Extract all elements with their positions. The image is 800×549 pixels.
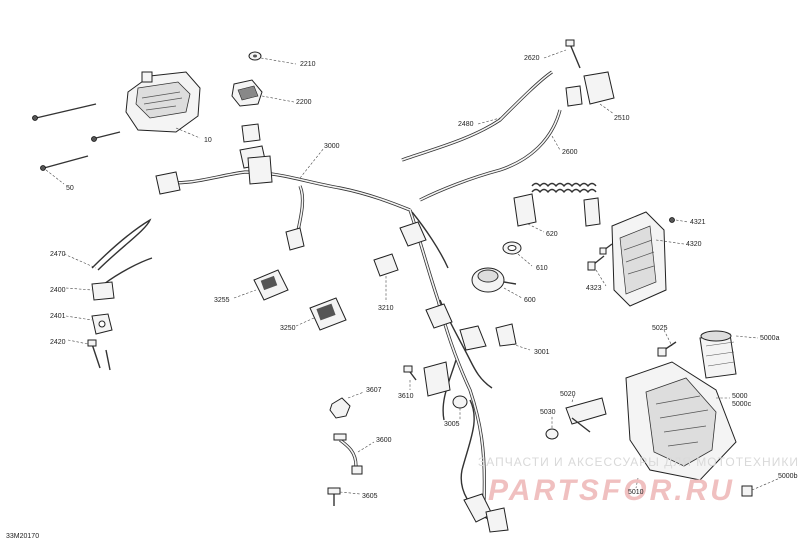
callout-3210: 3210 [378, 305, 394, 312]
relay-2510 [565, 71, 615, 107]
bolt-50 [40, 155, 89, 171]
switch-3255 [253, 269, 289, 301]
bolt-4321 [669, 217, 675, 223]
bracket-side [285, 227, 305, 251]
watermark-logo: PARTSFOR.RU [488, 474, 735, 507]
callout-620: 620 [546, 231, 558, 238]
callout-50: 50 [66, 185, 74, 192]
callout-3600: 3600 [376, 437, 392, 444]
callout-2480: 2480 [458, 121, 474, 128]
callout-3607: 3607 [366, 387, 382, 394]
callout-5010: 5010 [628, 489, 644, 496]
nut-3607 [329, 397, 351, 419]
bolt-5025 [657, 341, 677, 357]
line-2480 [401, 70, 553, 162]
callout-2510: 2510 [614, 115, 630, 122]
connector-3001 [495, 323, 517, 347]
watermark-caption: ЗАПЧАСТИ И АКСЕССУАРЫ ДЛЯ МОТОТЕХНИКИ [478, 455, 799, 469]
callout-2400: 2400 [50, 287, 66, 294]
callout-2401: 2401 [50, 313, 66, 320]
callout-600: 600 [524, 297, 536, 304]
callout-2620: 2620 [524, 55, 540, 62]
bolt-10 [91, 131, 121, 142]
ring-610 [502, 241, 522, 255]
watermark: ЗАПЧАСТИ И АКСЕССУАРЫ ДЛЯ МОТОТЕХНИКИ PA… [478, 455, 799, 507]
callout-2420: 2420 [50, 339, 66, 346]
callout-2210: 2210 [300, 61, 316, 68]
callout-5020: 5020 [560, 391, 576, 398]
ecu-module [125, 71, 201, 133]
connector-3210 [373, 253, 399, 277]
callout-3005: 3005 [444, 421, 460, 428]
callout-2470: 2470 [50, 251, 66, 258]
callout-3610: 3610 [398, 393, 414, 400]
callout-4323: 4323 [586, 285, 602, 292]
callout-5025: 5025 [652, 325, 668, 332]
callout-3000: 3000 [324, 143, 340, 150]
callout-3001: 3001 [534, 349, 550, 356]
line-2600 [419, 109, 562, 202]
pin-2420 [87, 339, 111, 371]
callout-5030: 5030 [540, 409, 556, 416]
callout-3250: 3250 [280, 325, 296, 332]
callout-4321: 4321 [690, 219, 706, 226]
grommet-2210 [248, 51, 262, 61]
filter-5000a [699, 330, 737, 379]
key-2400 [91, 257, 153, 301]
callout-3255: 3255 [214, 297, 230, 304]
sensor-5020 [545, 397, 607, 440]
callout-labels: 2210 2200 10 50 3000 2620 2510 2480 2600… [6, 55, 798, 540]
clip-2401 [91, 313, 113, 335]
main-harness-3000 [155, 123, 509, 533]
callout-5000b: 5000b [778, 473, 798, 480]
callout-4320: 4320 [686, 241, 702, 248]
clamp-3005 [452, 395, 468, 409]
housing-5000 [625, 361, 737, 481]
lanyard-2470 [91, 218, 152, 271]
callout-5000c: 5000c [732, 401, 752, 408]
ground-3600 [333, 433, 363, 475]
connector-2200 [231, 79, 263, 107]
bolt-4323 [587, 243, 613, 271]
switch-3250 [309, 297, 347, 331]
diagram-id: 33M20170 [6, 533, 39, 540]
buzzer-600 [471, 267, 517, 293]
module-4320 [611, 211, 667, 307]
coil-cable-620 [513, 182, 601, 227]
callout-5000: 5000 [732, 393, 748, 400]
bolt-2620 [565, 39, 581, 69]
bolt-3610 [403, 365, 417, 381]
leader-lines [45, 49, 781, 495]
clip-5000b [741, 485, 753, 497]
bolt-3605 [327, 487, 341, 506]
callout-10: 10 [204, 137, 212, 144]
callout-2200: 2200 [296, 99, 312, 106]
callout-2600: 2600 [562, 149, 578, 156]
bolt-small [32, 103, 97, 121]
callout-5000a: 5000a [760, 335, 780, 342]
callout-3605: 3605 [362, 493, 378, 500]
callout-610: 610 [536, 265, 548, 272]
